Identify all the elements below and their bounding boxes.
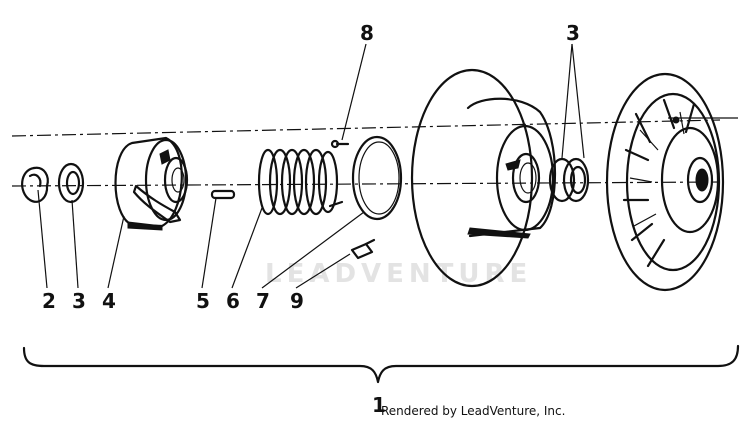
callout-7: 7 xyxy=(256,289,270,313)
callout-8: 8 xyxy=(360,21,374,45)
leader-lines xyxy=(37,43,585,289)
part-snap-ring xyxy=(21,166,49,203)
centerlines xyxy=(11,119,721,187)
callout-3-right: 3 xyxy=(566,21,580,45)
callout-4: 4 xyxy=(102,289,116,313)
callout-2: 2 xyxy=(42,289,56,313)
callout-3-left: 3 xyxy=(72,289,86,313)
part-washer xyxy=(57,162,85,204)
part-movable-sheave xyxy=(410,68,557,288)
callout-5: 5 xyxy=(196,289,210,313)
part-roller xyxy=(350,238,376,260)
part-pin xyxy=(210,189,236,200)
part-retainer-ring xyxy=(351,135,403,221)
callouts: 2 3 4 5 6 7 9 8 3 1 xyxy=(42,21,580,417)
part-screw xyxy=(330,139,350,149)
part-fixed-sheave xyxy=(605,72,738,292)
watermark-text: LEADVENTURE xyxy=(265,259,532,289)
credit-text: Rendered by LeadVenture, Inc. xyxy=(381,404,565,418)
callout-9: 9 xyxy=(290,289,304,313)
part-spring xyxy=(257,148,344,216)
callout-6: 6 xyxy=(226,289,240,313)
callout-1: 1 xyxy=(372,393,386,417)
assembly-brace xyxy=(22,344,740,384)
part-bushings xyxy=(548,157,590,203)
part-cam xyxy=(114,136,189,231)
